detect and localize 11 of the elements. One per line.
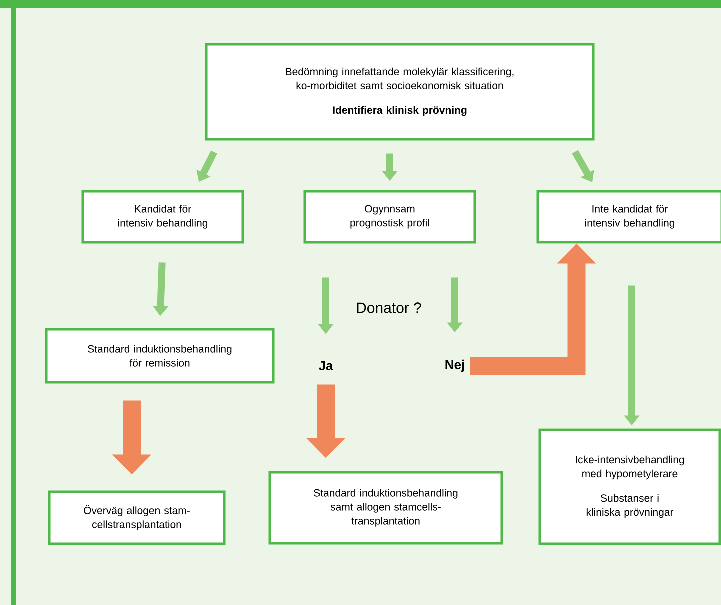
process-box: Ogynnsam prognostisk profil [304,190,476,244]
process-box: Kandidat för intensiv behandling [82,190,244,244]
process-box: Standard induktionsbehandling för remission [45,328,275,384]
process-box: Icke-intensivbehandling med hypometylerare Substanser i kliniska prövningar [538,428,721,546]
answer-label: Ja [318,361,334,371]
process-box: Överväg allogen stam-cellstransplantation [48,490,226,546]
process-box: Inte kandidat för intensiv behandling [536,190,721,244]
question-label: Donator ? [357,302,422,314]
process-box: Standard induktionsbehandling samt allogen stamcells-transplantation [268,471,504,545]
answer-label: Nej [446,360,464,372]
process-box: Bedömning innefattande molekylär klassificering, ko-morbiditet samt socioekonomisk situation Identifiera klinisk prövning [205,43,595,141]
